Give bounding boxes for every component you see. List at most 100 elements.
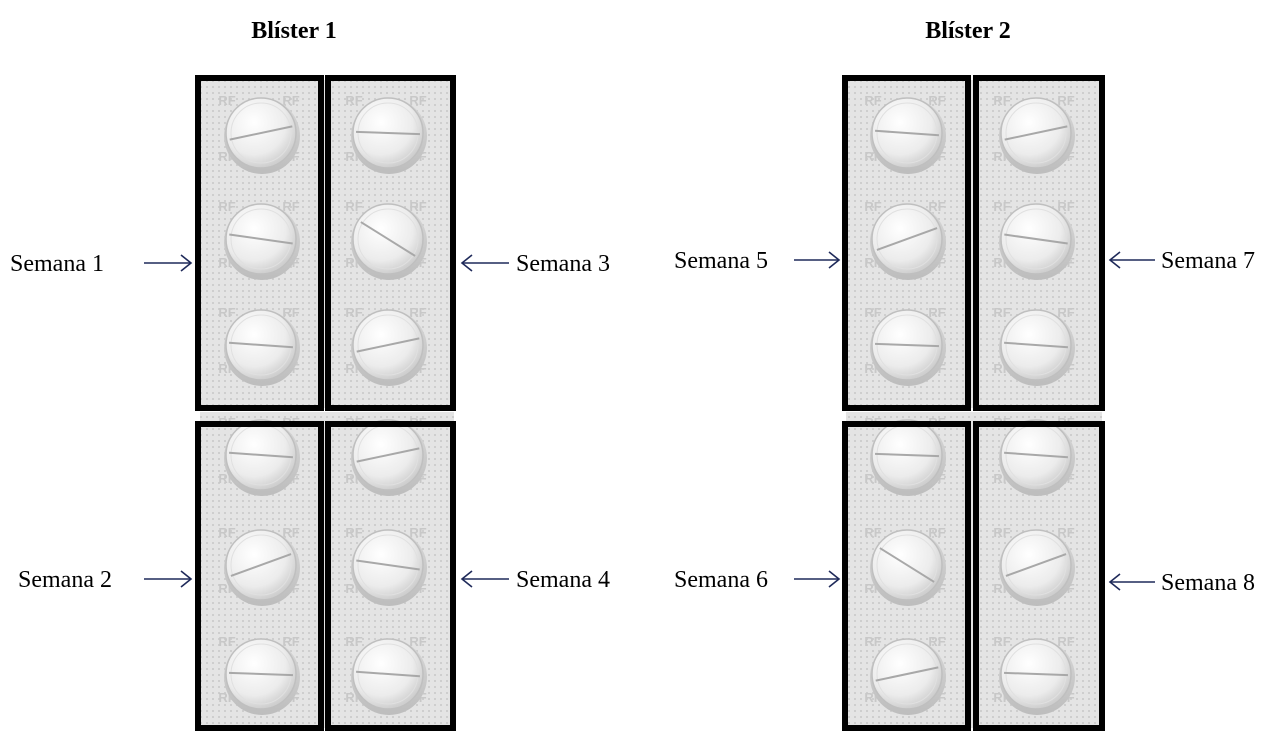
week-3-label: Semana 3: [516, 251, 610, 277]
watermark-mark: RF: [409, 93, 426, 108]
watermark-mark: RF: [345, 634, 362, 649]
watermark-mark: RF: [864, 634, 881, 649]
watermark-mark: RF: [993, 634, 1010, 649]
watermark-mark: RF: [1057, 525, 1074, 540]
watermark-mark: RF: [218, 634, 235, 649]
watermark-mark: RF: [864, 525, 881, 540]
week-6-label: Semana 6: [674, 567, 768, 593]
watermark-mark: RF: [1057, 634, 1074, 649]
week-5-arrow: [794, 251, 841, 269]
week-6-frame: [842, 421, 971, 731]
week-5-frame: [842, 75, 971, 411]
watermark-mark: RF: [864, 199, 881, 214]
week-8-label: Semana 8: [1161, 570, 1255, 596]
watermark-mark: RF: [218, 305, 235, 320]
blister-2-title: Blíster 2: [925, 18, 1011, 44]
watermark-mark: RF: [409, 199, 426, 214]
watermark-mark: RF: [409, 525, 426, 540]
week-2-label: Semana 2: [18, 567, 112, 593]
week-8-arrow: [1108, 573, 1155, 591]
watermark-mark: RF: [864, 93, 881, 108]
watermark-mark: RF: [282, 93, 299, 108]
watermark-mark: RF: [993, 199, 1010, 214]
watermark-mark: RF: [993, 525, 1010, 540]
week-1-label: Semana 1: [10, 251, 104, 277]
week-2-frame: [195, 421, 324, 731]
week-4-label: Semana 4: [516, 567, 610, 593]
watermark-mark: RF: [1057, 305, 1074, 320]
week-7-label: Semana 7: [1161, 248, 1255, 274]
week-5-label: Semana 5: [674, 248, 768, 274]
watermark-mark: RF: [218, 525, 235, 540]
watermark-mark: RF: [993, 93, 1010, 108]
watermark-mark: RF: [928, 525, 945, 540]
watermark-mark: RF: [345, 93, 362, 108]
watermark-mark: RF: [864, 305, 881, 320]
watermark-mark: RF: [218, 93, 235, 108]
watermark-mark: RF: [1057, 199, 1074, 214]
watermark-mark: RF: [345, 305, 362, 320]
week-7-frame: [973, 75, 1105, 411]
week-1-frame: [195, 75, 324, 411]
watermark-mark: RF: [928, 634, 945, 649]
week-8-frame: [973, 421, 1105, 731]
watermark-mark: RF: [282, 199, 299, 214]
watermark-mark: RF: [282, 525, 299, 540]
watermark-mark: RF: [1057, 93, 1074, 108]
week-1-arrow: [144, 254, 193, 272]
blister-1-title: Blíster 1: [251, 18, 337, 44]
watermark-mark: RF: [928, 93, 945, 108]
week-6-arrow: [794, 570, 841, 588]
watermark-mark: RF: [928, 305, 945, 320]
watermark-mark: RF: [345, 525, 362, 540]
watermark-mark: RF: [282, 305, 299, 320]
week-3-frame: [325, 75, 456, 411]
watermark-mark: RF: [409, 305, 426, 320]
week-4-arrow: [460, 570, 509, 588]
watermark-mark: RF: [993, 305, 1010, 320]
watermark-mark: RF: [928, 199, 945, 214]
watermark-mark: RF: [345, 199, 362, 214]
week-2-arrow: [144, 570, 193, 588]
watermark-mark: RF: [409, 634, 426, 649]
watermark-mark: RF: [282, 634, 299, 649]
week-4-frame: [325, 421, 456, 731]
week-3-arrow: [460, 254, 509, 272]
week-7-arrow: [1108, 251, 1155, 269]
